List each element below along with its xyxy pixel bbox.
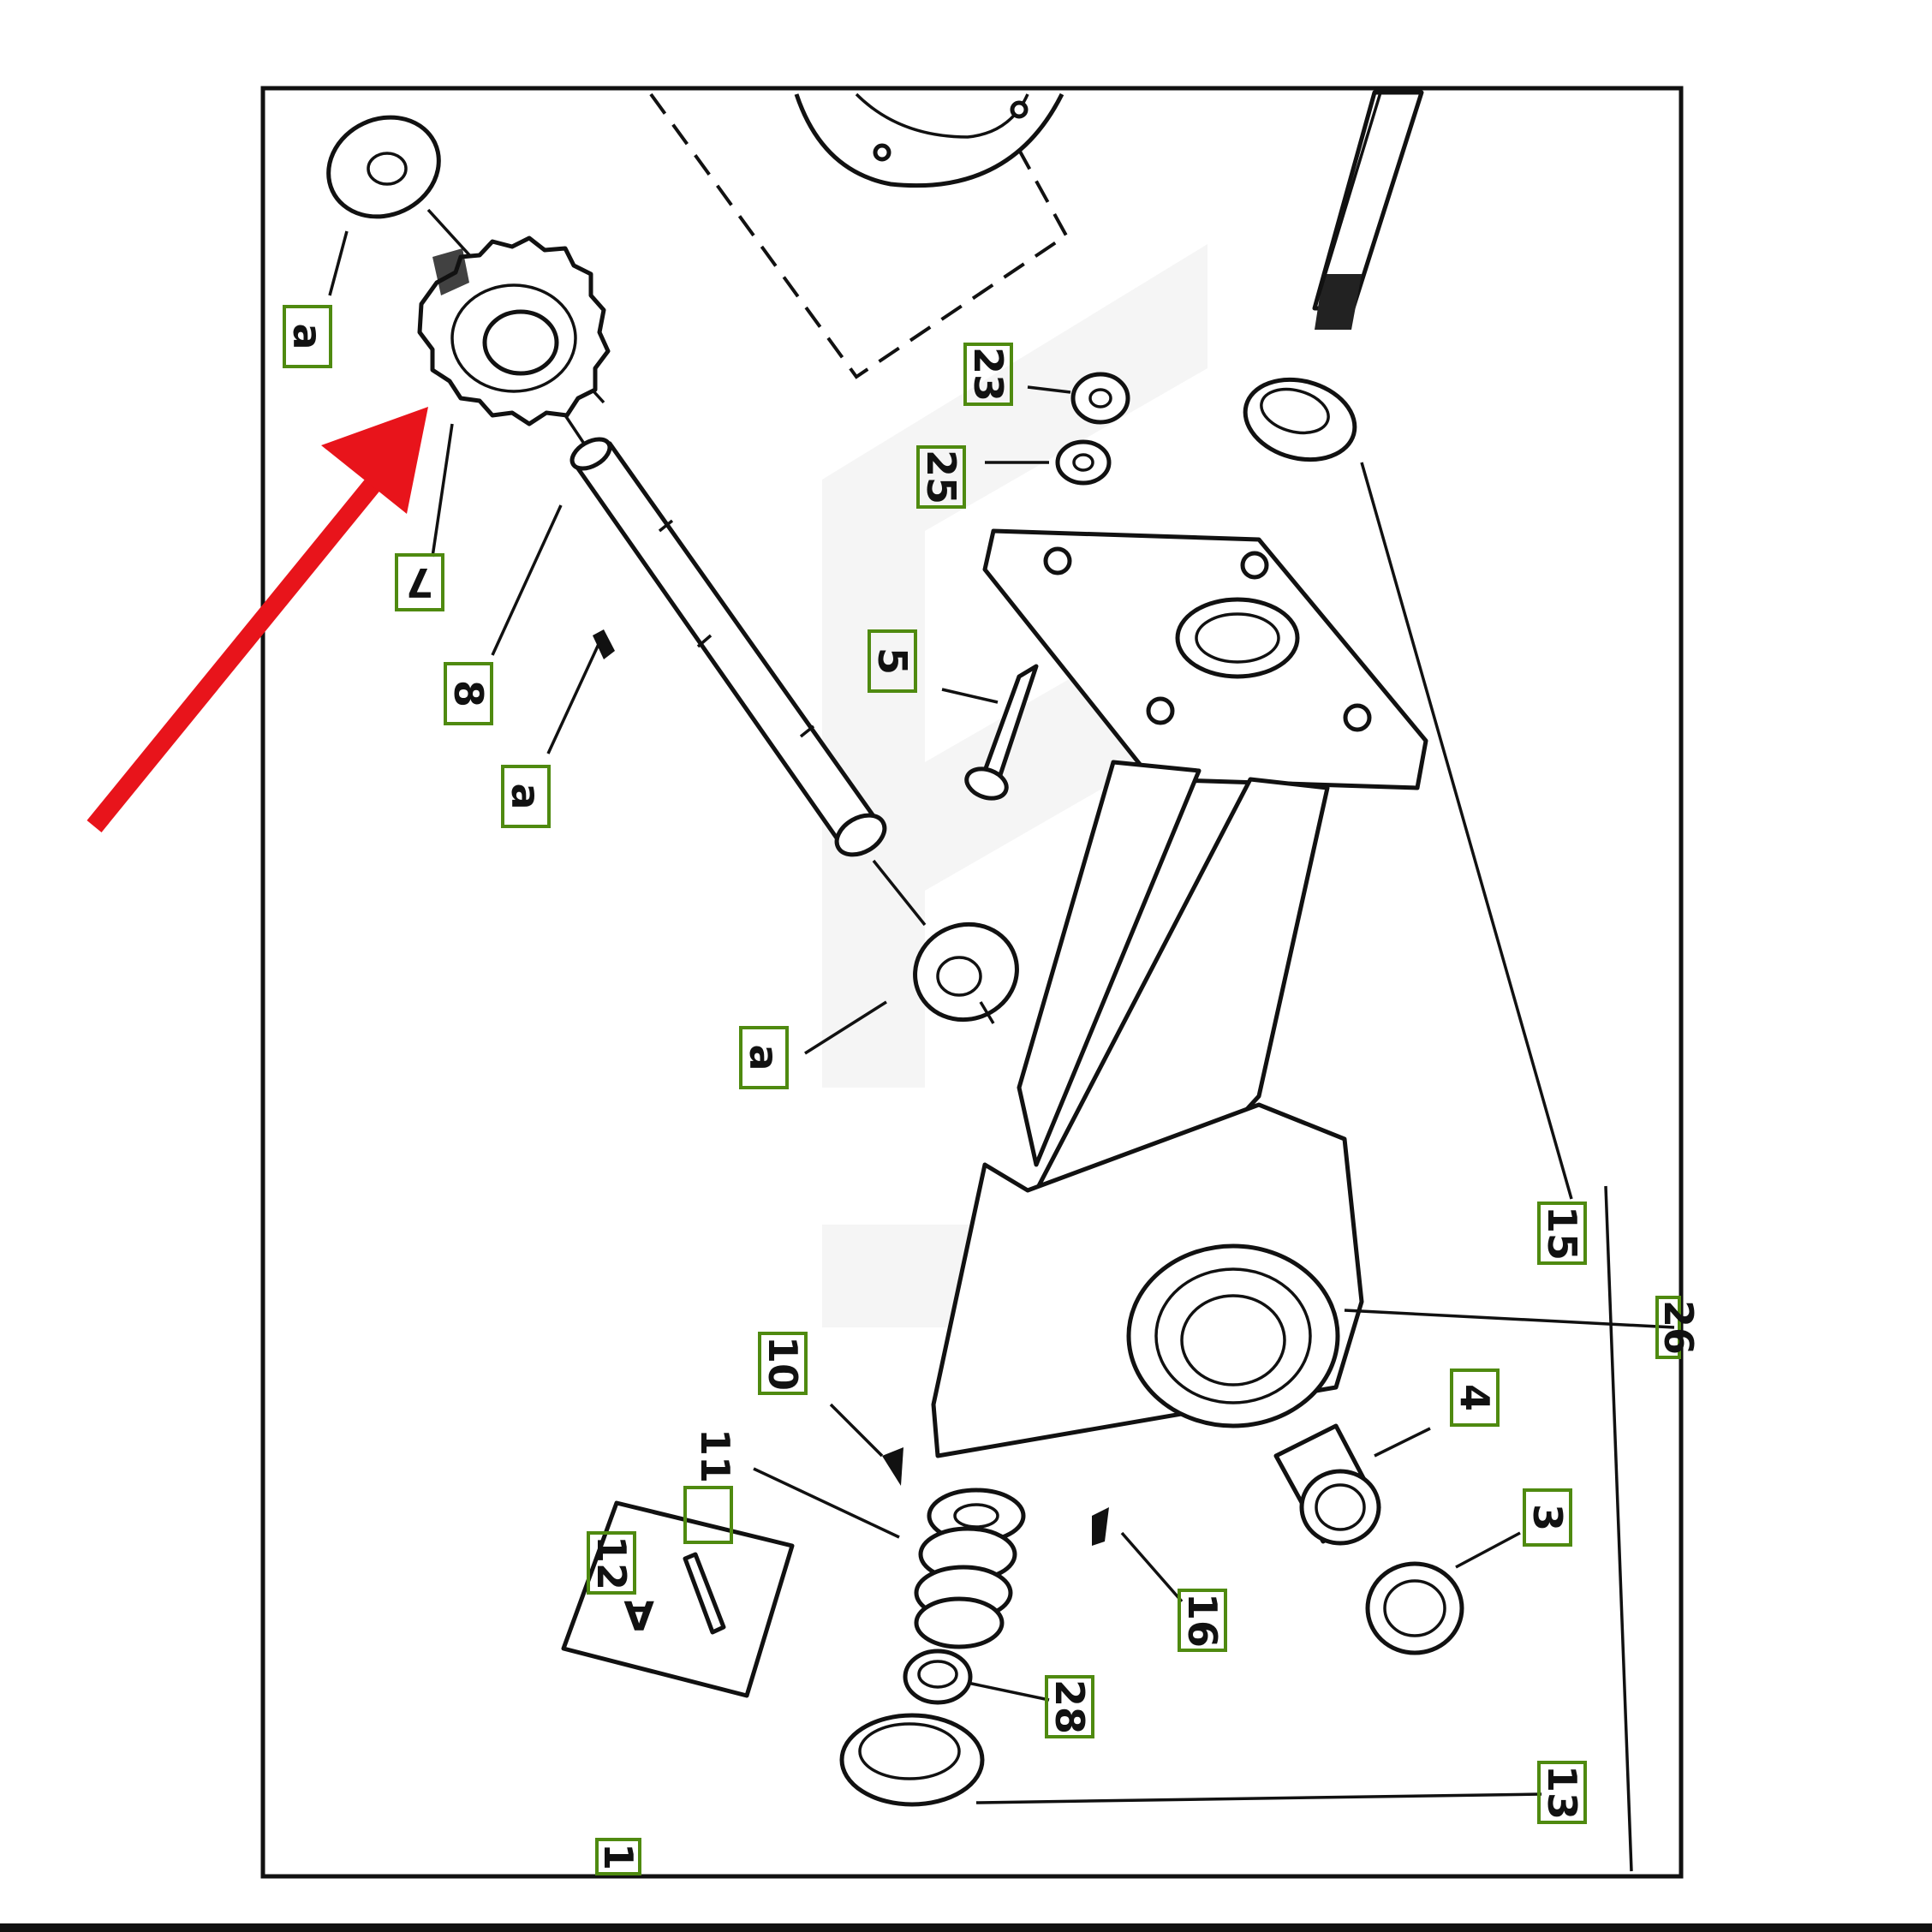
svg-text:a: a xyxy=(284,323,331,349)
svg-text:15: 15 xyxy=(1539,1206,1585,1261)
label-16: 16 xyxy=(1178,1589,1227,1652)
washer-lower xyxy=(913,921,1019,1024)
label-10: 10 xyxy=(758,1332,808,1395)
label-4: 4 xyxy=(1450,1368,1500,1427)
svg-text:a: a xyxy=(503,783,549,809)
svg-text:23: 23 xyxy=(965,347,1011,402)
seal-ring xyxy=(1243,377,1357,462)
label-a-low: a xyxy=(739,1026,789,1089)
label-23: 23 xyxy=(963,343,1013,406)
label-11: 11 xyxy=(692,1428,738,1483)
spring-stack xyxy=(914,1488,1026,1649)
nuts xyxy=(1055,372,1130,486)
svg-text:11: 11 xyxy=(692,1428,738,1483)
label-12: 12 xyxy=(587,1531,636,1595)
label-8: 8 xyxy=(444,662,493,725)
svg-text:12: 12 xyxy=(588,1535,635,1590)
label-a-mid: a xyxy=(501,765,551,828)
label-3: 3 xyxy=(1523,1488,1572,1547)
key-part xyxy=(593,629,615,659)
seal-3 xyxy=(1365,1531,1521,1655)
svg-text:26: 26 xyxy=(1655,1300,1702,1355)
svg-text:3: 3 xyxy=(1524,1504,1571,1531)
bolt-part xyxy=(964,664,1039,801)
bushing xyxy=(1273,1423,1431,1546)
svg-text:8: 8 xyxy=(445,680,492,707)
label-a-top: a xyxy=(283,305,332,368)
mounting-bracket xyxy=(931,528,1675,1458)
svg-text:10: 10 xyxy=(760,1336,806,1391)
top-shaft xyxy=(1312,90,1424,330)
cup-and-ring xyxy=(839,1649,985,1807)
svg-text:7: 7 xyxy=(406,559,433,605)
label-13: 13 xyxy=(1537,1761,1587,1824)
svg-text:1: 1 xyxy=(595,1843,641,1870)
leader-lines xyxy=(328,230,1633,1872)
part-labels: a 7 8 a a 5 23 25 xyxy=(283,305,1702,1875)
label-26: 26 xyxy=(1655,1296,1702,1359)
inset-letter: A xyxy=(623,1592,654,1638)
svg-text:28: 28 xyxy=(1046,1679,1093,1734)
svg-text:16: 16 xyxy=(1179,1593,1225,1648)
label-5: 5 xyxy=(868,629,917,693)
main-shaft xyxy=(569,437,927,927)
label-blank xyxy=(683,1486,733,1544)
highlight-arrow xyxy=(86,407,428,832)
label-15: 15 xyxy=(1537,1202,1587,1265)
svg-text:5: 5 xyxy=(869,647,915,675)
inset-detail-a: A xyxy=(561,1500,795,1698)
housing-outline xyxy=(649,92,1069,379)
svg-text:4: 4 xyxy=(1452,1384,1498,1411)
label-7: 7 xyxy=(395,553,444,611)
label-28: 28 xyxy=(1045,1675,1094,1738)
small-parts xyxy=(882,1447,1109,1546)
svg-text:13: 13 xyxy=(1539,1765,1585,1820)
svg-text:a: a xyxy=(741,1044,787,1070)
label-1: 1 xyxy=(595,1838,641,1875)
svg-text:25: 25 xyxy=(918,450,964,504)
label-25: 25 xyxy=(916,445,966,509)
bottom-edge-bar xyxy=(0,1923,1932,1932)
